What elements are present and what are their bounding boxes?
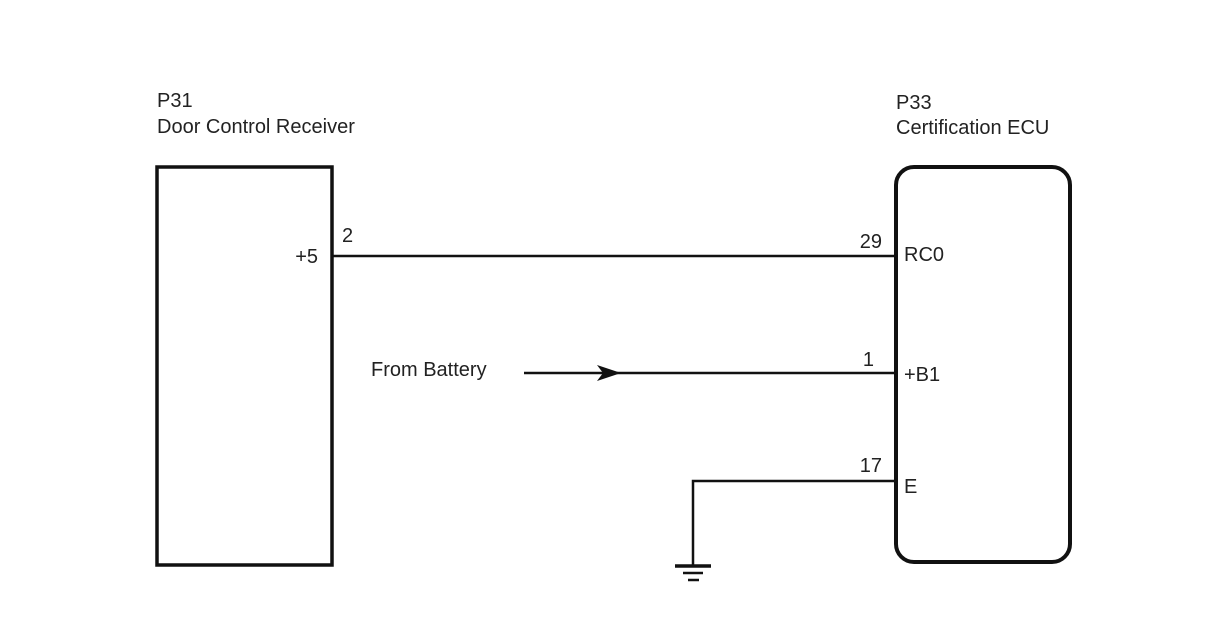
battery-source-label: From Battery xyxy=(371,359,487,381)
terminal-label-b1: +B1 xyxy=(904,364,940,386)
left-component-code: P31 xyxy=(157,90,193,112)
door-control-receiver-box xyxy=(155,165,334,567)
wire-e-to-ground xyxy=(691,479,896,566)
pin-number-1: 1 xyxy=(863,349,874,371)
pin-number-29: 29 xyxy=(860,231,882,253)
pin-number-17: 17 xyxy=(860,455,882,477)
pin-number-2: 2 xyxy=(342,225,353,247)
terminal-label-e: E xyxy=(904,476,917,498)
left-component-name: Door Control Receiver xyxy=(157,116,355,138)
ground-icon xyxy=(675,564,711,582)
certification-ecu-box xyxy=(894,165,1072,564)
terminal-label-plus5: +5 xyxy=(295,246,318,268)
right-component-name: Certification ECU xyxy=(896,117,1049,139)
right-component-code: P33 xyxy=(896,92,932,114)
arrow-icon xyxy=(597,365,621,381)
terminal-label-rc0: RC0 xyxy=(904,244,944,266)
